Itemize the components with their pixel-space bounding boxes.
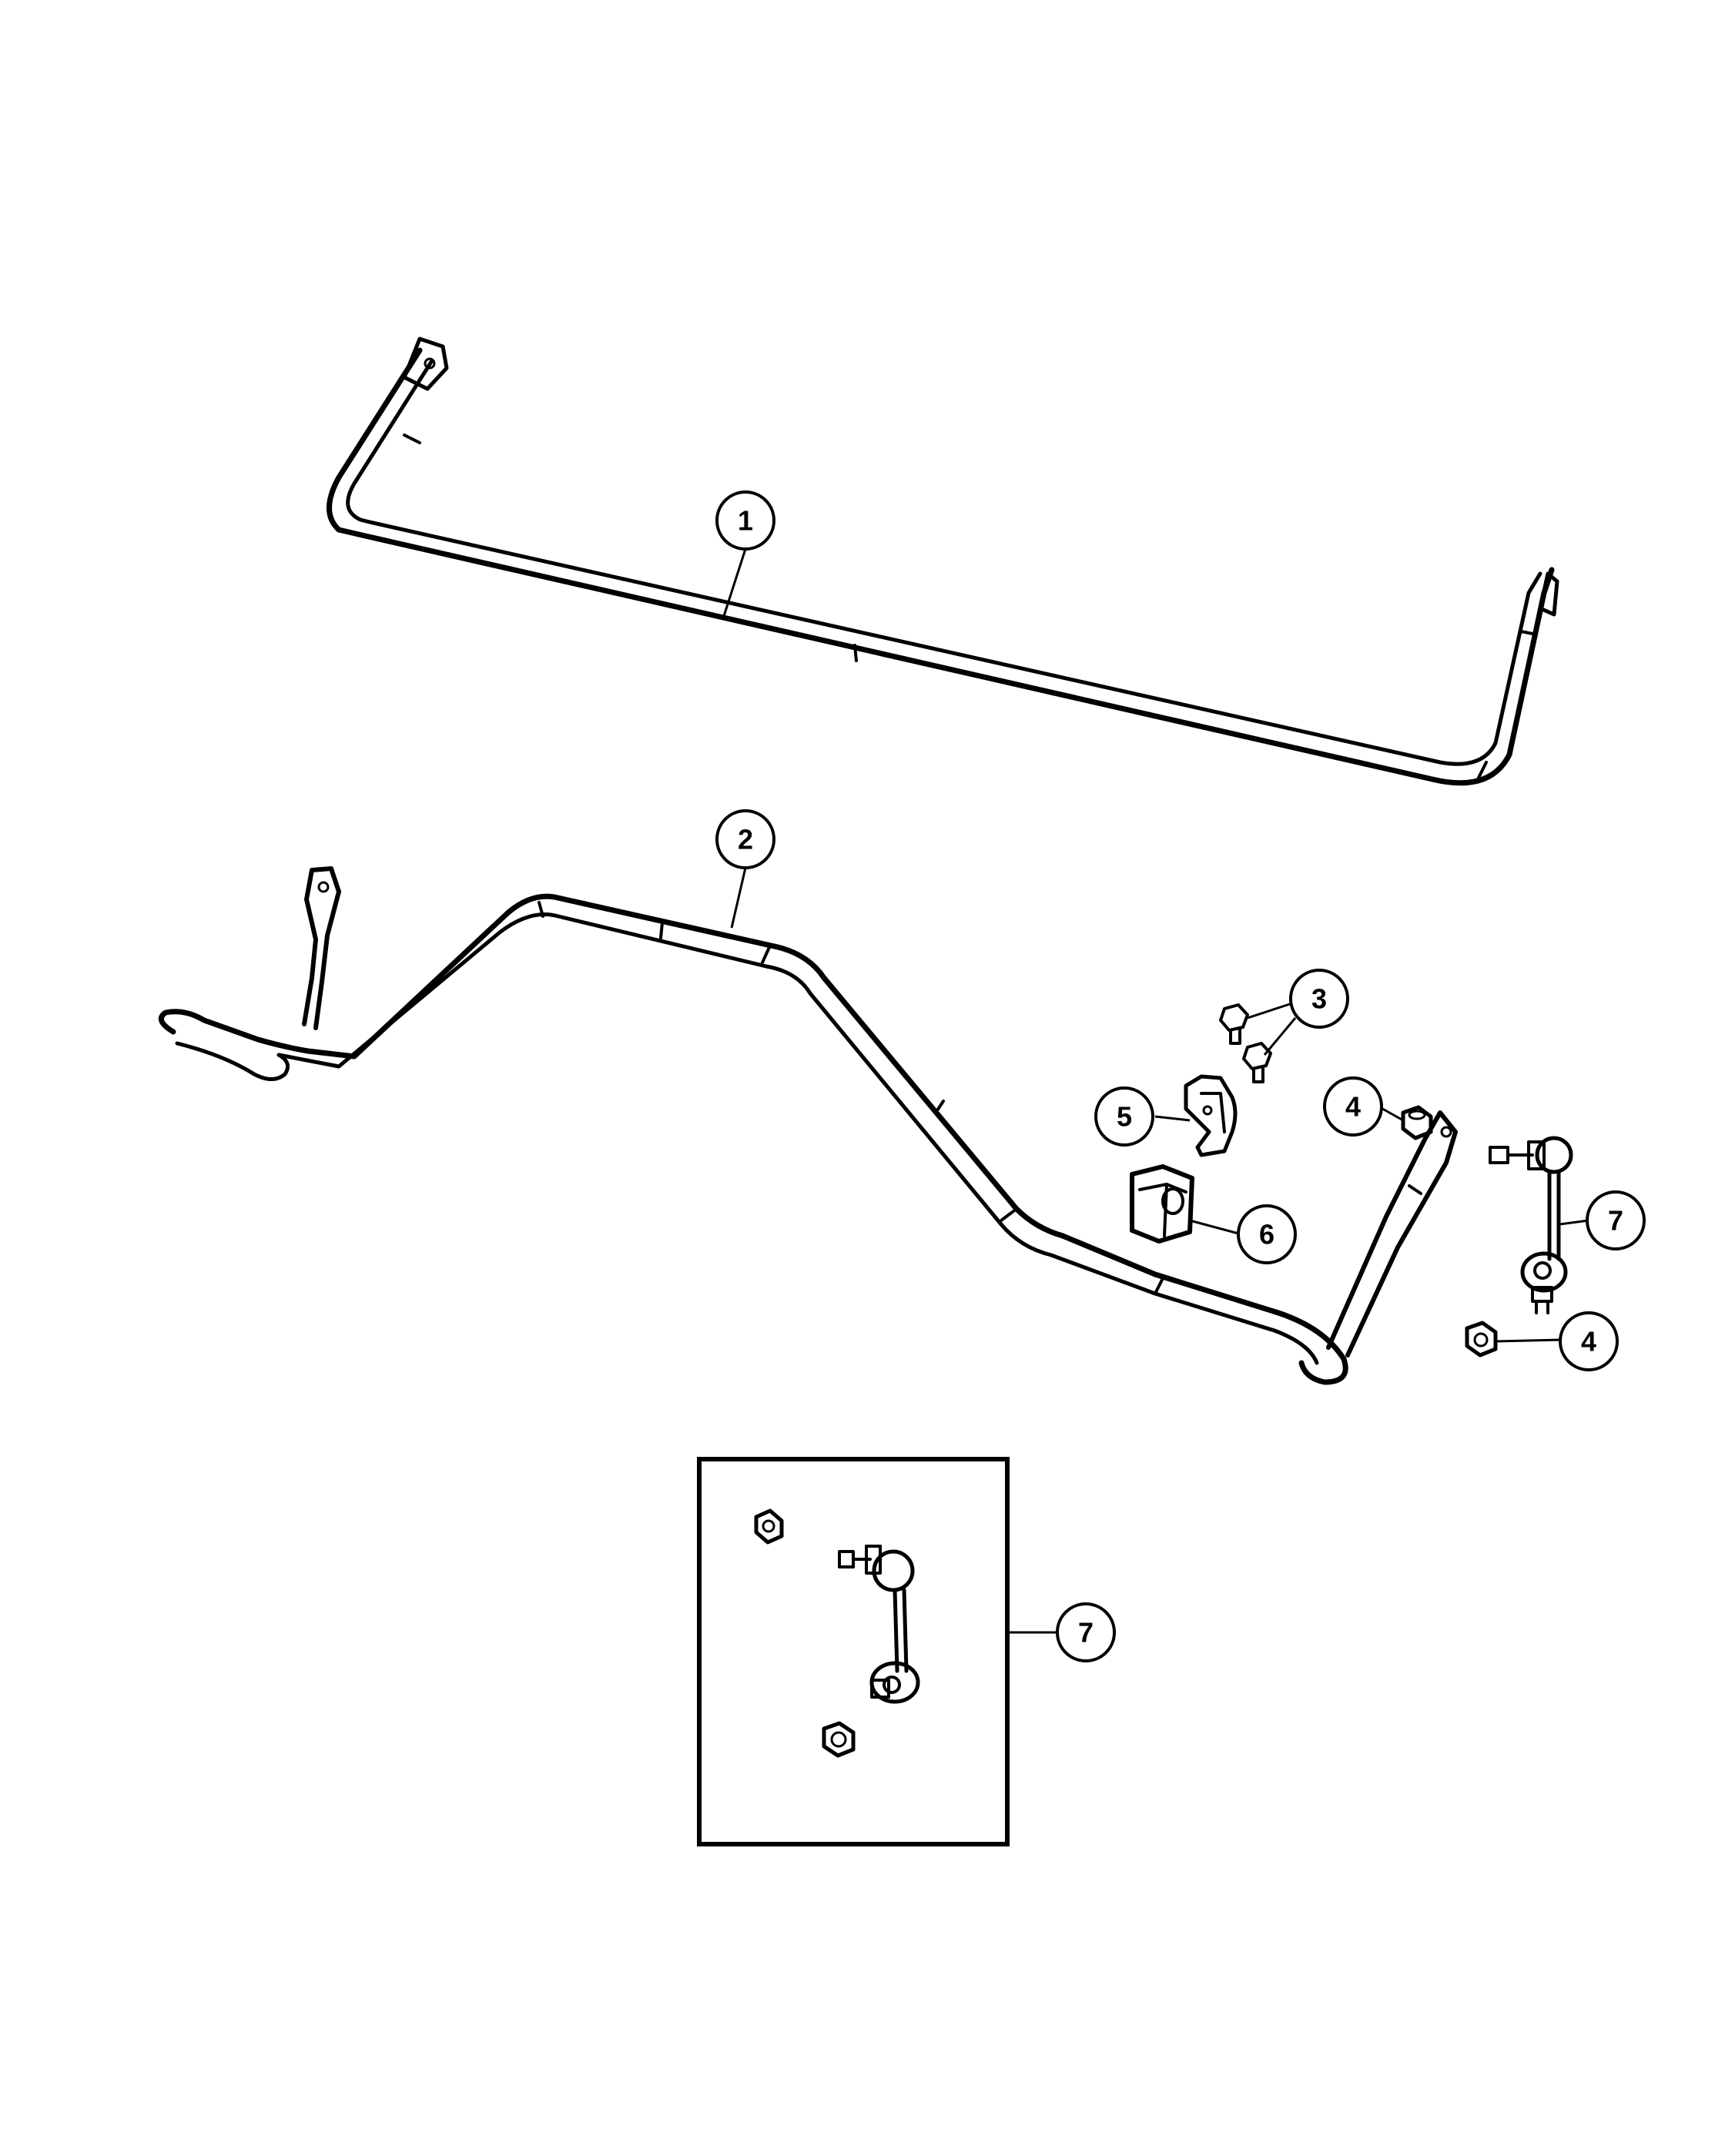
part-5-bushing-clamp <box>1184 1074 1238 1157</box>
inset-link-kit <box>697 1457 1010 1846</box>
part-3-bolts <box>1219 1003 1272 1083</box>
part-2-stabilizer-bar <box>158 866 1458 1385</box>
callout-5: 5 <box>1094 1086 1154 1147</box>
callout-7-inset-label: 7 <box>1078 1617 1094 1649</box>
callout-2-label: 2 <box>738 824 753 855</box>
callout-4-upper-label: 4 <box>1345 1091 1361 1123</box>
part-7-stabilizer-link <box>1489 1136 1573 1314</box>
callout-6: 6 <box>1237 1204 1297 1264</box>
callout-3-label: 3 <box>1311 983 1327 1015</box>
bolt-lower <box>1242 1042 1272 1083</box>
callout-2: 2 <box>715 809 775 869</box>
callout-3: 3 <box>1289 969 1349 1029</box>
callout-5-label: 5 <box>1117 1101 1132 1133</box>
part-6-bushing <box>1130 1164 1194 1244</box>
leader-lines <box>722 548 1589 1634</box>
callout-1-label: 1 <box>738 505 753 537</box>
part-4-nut-upper <box>1401 1105 1433 1140</box>
part-1-stabilizer-bar <box>327 336 1559 786</box>
callout-6-label: 6 <box>1259 1219 1274 1250</box>
callout-4-lower: 4 <box>1559 1311 1619 1371</box>
bolt-upper <box>1219 1003 1249 1045</box>
part-4-nut-lower <box>1465 1321 1498 1358</box>
callout-7-main: 7 <box>1586 1190 1646 1250</box>
callout-4-upper: 4 <box>1323 1076 1383 1137</box>
callout-4-lower-label: 4 <box>1581 1326 1596 1358</box>
callout-1: 1 <box>715 490 775 551</box>
callout-7-inset: 7 <box>1056 1602 1116 1662</box>
callout-7-main-label: 7 <box>1608 1205 1623 1237</box>
